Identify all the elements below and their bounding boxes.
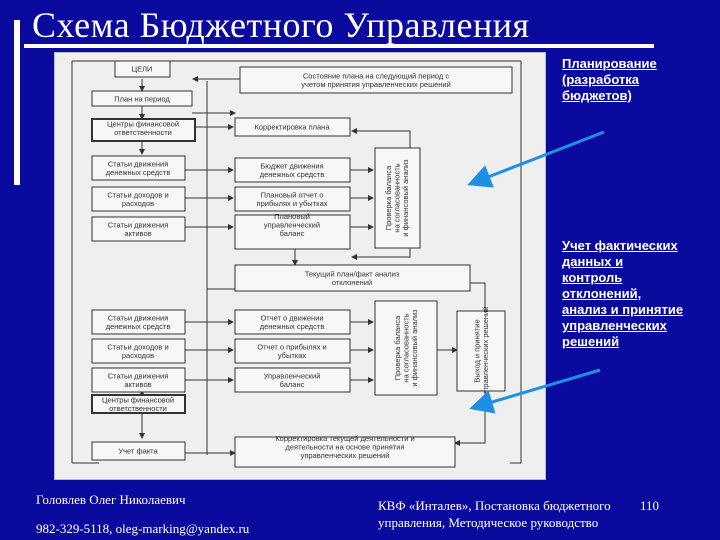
- box-label-line: управленческих решений: [301, 451, 390, 460]
- box-label-line: План на период: [114, 95, 170, 104]
- box-label-line: денежных средств: [106, 168, 171, 177]
- box-label-line: Статьи доходов и: [107, 190, 168, 199]
- box-label-plan-period: План на период: [114, 95, 170, 104]
- box-label-plan-check: Проверка балансана согласованностьи фина…: [384, 159, 410, 237]
- box-label-line: Корректировка текущей деятельности и: [275, 434, 414, 443]
- box-label-line: Бюджет движения: [260, 161, 323, 170]
- box-label-line: на согласованность: [393, 163, 402, 232]
- title-accent-bar: [14, 20, 20, 185]
- box-label-line: Статьи движения: [108, 371, 169, 380]
- box-label-line: и финансовый анализ: [410, 309, 419, 387]
- box-label-line: Управленческий: [264, 371, 321, 380]
- box-label-line: Отчет о движении: [260, 313, 323, 322]
- page-number: 110: [640, 498, 660, 513]
- box-label-line: Выход и принятие: [472, 319, 481, 382]
- box-label-line: Статьи движения: [108, 220, 169, 229]
- footer-source-line2: управления, Методическое руководство: [378, 515, 599, 530]
- box-label-line: Состояние плана на следующий период с: [303, 71, 449, 80]
- box-label-line: управленческих решений: [481, 307, 490, 396]
- box-label-line: Центры финансовой: [102, 395, 174, 404]
- box-label-line: Статьи движения: [108, 313, 169, 322]
- box-label-plan-adjustment: Корректировка плана: [255, 123, 331, 132]
- box-label-line: Учет факта: [118, 447, 158, 456]
- box-label-line: ответственности: [114, 128, 172, 137]
- box-label-line: Корректировка плана: [255, 123, 331, 132]
- accounting-note-line: Учет фактических: [562, 238, 678, 253]
- box-label-line: убытках: [278, 351, 307, 360]
- box-label-line: учетом принятия управленческих решений: [301, 80, 451, 89]
- box-label-line: Статьи движения: [108, 159, 169, 168]
- accounting-note: Учет фактических данных и контроль откло…: [562, 238, 683, 350]
- planning-note-line: Планирование: [562, 56, 657, 71]
- box-label-line: Текущий план/факт анализ: [305, 269, 400, 278]
- footer-source-line1: КВФ «Инталев», Постановка бюджетного: [378, 498, 611, 513]
- box-label-line: активов: [124, 380, 151, 389]
- box-label-line: деятельности на основе принятия: [285, 443, 404, 452]
- box-label-line: расходов: [122, 351, 154, 360]
- planning-note: Планирование (разработка бюджетов): [562, 56, 657, 104]
- box-label-line: и финансовый анализ: [401, 159, 410, 237]
- box-label-line: ответственности: [109, 404, 167, 413]
- box-label-line: Проверка баланса: [393, 315, 402, 380]
- box-label-line: Отчет о прибылях и: [257, 342, 326, 351]
- planning-note-line: (разработка: [562, 72, 640, 87]
- box-label-accounting: Учет факта: [118, 447, 158, 456]
- box-label-line: баланс: [280, 229, 305, 238]
- planning-callout-arrow: [467, 130, 605, 188]
- footer-contacts: 982-329-5118, oleg-marking@yandex.ru: [36, 521, 250, 536]
- box-label-fact-check: Проверка балансана согласованностьи фина…: [393, 309, 419, 387]
- box-label-line: Плановый отчет о: [261, 190, 324, 199]
- box-label-line: отклонений: [332, 278, 372, 287]
- box-label-goals: ЦЕЛИ: [132, 65, 153, 74]
- accounting-note-line: данных и: [562, 254, 624, 269]
- box-label-line: на согласованность: [402, 313, 411, 382]
- planning-note-line: бюджетов): [562, 88, 632, 103]
- box-label-line: прибылях и убытках: [257, 199, 328, 208]
- box-label-line: ЦЕЛИ: [132, 65, 153, 74]
- box-label-line: управленческий: [264, 221, 320, 230]
- box-label-line: Плановый: [274, 212, 310, 221]
- accounting-note-line: анализ и принятие: [562, 302, 684, 317]
- accounting-note-line: контроль: [562, 270, 623, 285]
- box-label-line: активов: [124, 229, 151, 238]
- box-label-line: баланс: [280, 380, 305, 389]
- slide-title: Схема Бюджетного Управления: [32, 5, 530, 45]
- box-label-line: Центры финансовой: [107, 119, 179, 128]
- box-label-line: денежных средств: [260, 322, 325, 331]
- box-label-line: Проверка баланса: [384, 165, 393, 230]
- box-label-line: Статьи доходов и: [107, 342, 168, 351]
- box-label-line: расходов: [122, 199, 154, 208]
- box-label-line: денежных средств: [260, 170, 325, 179]
- accounting-note-line: решений: [562, 334, 620, 349]
- accounting-note-line: управленческих: [562, 318, 667, 333]
- accounting-callout-arrow: [469, 368, 601, 414]
- title-underline: [24, 44, 654, 48]
- accounting-note-line: отклонений,: [562, 286, 642, 301]
- footer-author: Головлев Олег Николаевич: [36, 492, 186, 507]
- box-label-decisions: Выход и принятиеуправленческих решений: [472, 307, 490, 396]
- box-label-line: денежных средств: [106, 322, 171, 331]
